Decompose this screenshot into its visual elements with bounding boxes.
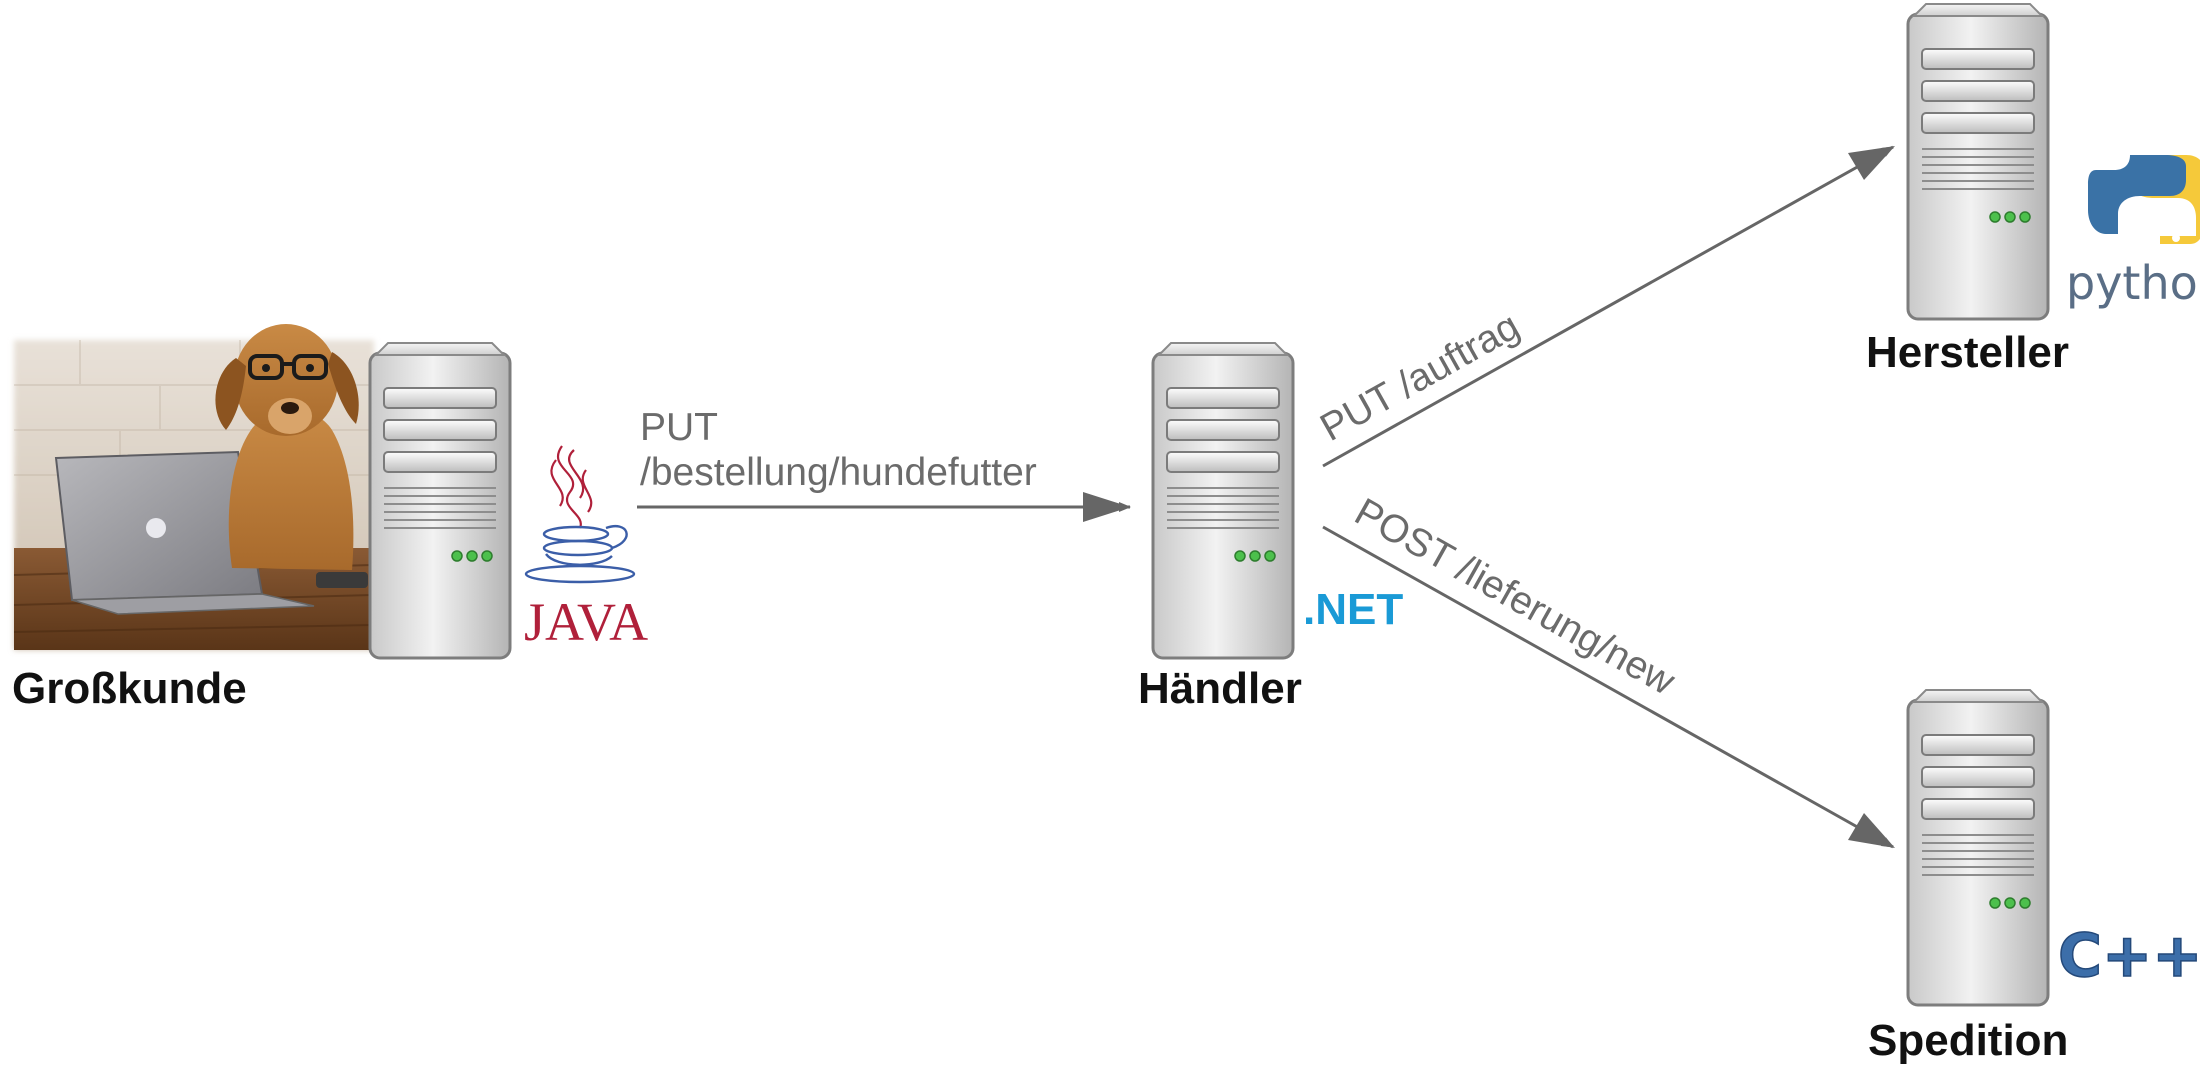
customer-photo: [13, 324, 374, 650]
node-label-haendler: Händler: [1138, 664, 1302, 713]
arrowhead-auftrag: [1848, 146, 1895, 180]
node-label-grosskunde: Großkunde: [12, 664, 247, 713]
arrowhead-lieferung: [1848, 813, 1895, 848]
manufacturer-server-icon: [1906, 2, 2050, 321]
arrowhead-bestellung: [1083, 492, 1130, 522]
java-logo-text: JAVA: [524, 592, 648, 652]
node-label-hersteller: Hersteller: [1866, 328, 2070, 377]
python-logo-text: python: [2066, 256, 2200, 310]
customer-server-icon: [368, 341, 512, 660]
shipping-server-icon: [1906, 688, 2050, 1007]
edge-label-auftrag: PUT /auftrag: [1313, 304, 1526, 449]
node-label-spedition: Spedition: [1868, 1016, 2069, 1065]
cpp-logo-text: C++: [2058, 921, 2200, 991]
edge-label-bestellung-method: PUT: [640, 406, 718, 449]
edge-arrow-auftrag: [1322, 145, 1894, 468]
java-logo-icon: JAVA: [524, 445, 648, 652]
edge-arrow-lieferung: [1322, 525, 1894, 849]
retailer-server-icon: [1151, 341, 1295, 660]
edge-label-bestellung-path: /bestellung/hundefutter: [640, 451, 1037, 494]
dog-figure: [215, 324, 359, 570]
python-logo-icon: python: [2066, 155, 2200, 310]
net-logo-text: .NET: [1303, 585, 1403, 634]
